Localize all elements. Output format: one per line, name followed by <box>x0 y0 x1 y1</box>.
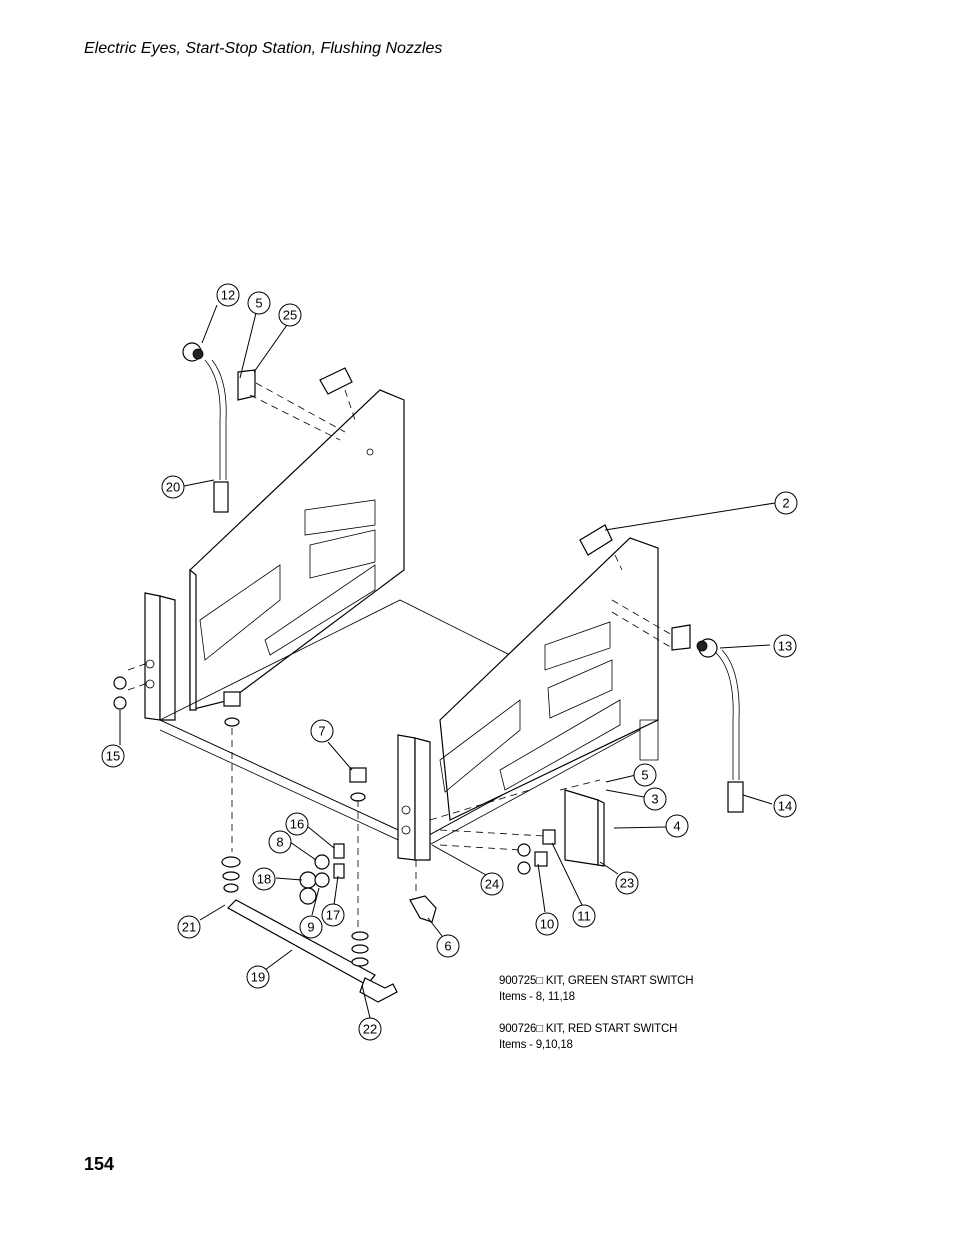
callout-5: 5 <box>247 291 271 315</box>
svg-text:16: 16 <box>290 817 304 832</box>
callout-21: 21 <box>177 915 201 939</box>
callout-11: 11 <box>572 904 596 928</box>
page-title: Electric Eyes, Start-Stop Station, Flush… <box>84 40 443 57</box>
svg-text:3: 3 <box>651 792 658 807</box>
svg-text:5: 5 <box>255 296 262 311</box>
svg-text:14: 14 <box>778 799 792 814</box>
callout-17: 17 <box>321 903 345 927</box>
svg-text:4: 4 <box>673 819 680 834</box>
start-stop-station <box>517 789 605 875</box>
callout-19: 19 <box>246 965 270 989</box>
leader-lines <box>119 304 776 1019</box>
svg-text:5: 5 <box>641 768 648 783</box>
callout-7: 7 <box>310 719 334 743</box>
callout-18: 18 <box>252 867 276 891</box>
callout-10: 10 <box>535 912 559 936</box>
callout-13: 13 <box>773 634 797 658</box>
callout-4: 4 <box>665 814 689 838</box>
callout-2: 2 <box>774 491 798 515</box>
svg-text:24: 24 <box>485 877 499 892</box>
svg-text:19: 19 <box>251 970 265 985</box>
callout-24: 24 <box>480 872 504 896</box>
svg-text:7: 7 <box>318 724 325 739</box>
kit-green-items: Items - 8, 11,18 <box>499 991 575 1003</box>
page-number: 154 <box>84 1154 115 1174</box>
kit-red-title: 900726□ KIT, RED START SWITCH <box>499 1023 678 1035</box>
svg-text:10: 10 <box>540 917 554 932</box>
assembly-lines <box>127 382 673 930</box>
callout-23: 23 <box>615 871 639 895</box>
chassis-frame <box>144 389 659 861</box>
callout-25: 25 <box>278 303 302 327</box>
svg-text:13: 13 <box>778 639 792 654</box>
kit-green-title: 900725□ KIT, GREEN START SWITCH <box>499 975 694 987</box>
svg-text:22: 22 <box>363 1022 377 1037</box>
svg-text:17: 17 <box>326 908 340 923</box>
svg-text:20: 20 <box>166 480 180 495</box>
svg-text:21: 21 <box>182 920 196 935</box>
callout-5b: 5 <box>633 763 657 787</box>
svg-text:11: 11 <box>577 909 591 924</box>
svg-text:2: 2 <box>782 496 789 511</box>
callout-22: 22 <box>358 1017 382 1041</box>
electric-eye-right <box>579 524 744 813</box>
kit-red-items: Items - 9,10,18 <box>499 1039 573 1051</box>
callout-9: 9 <box>299 915 323 939</box>
callout-3: 3 <box>643 787 667 811</box>
callout-6: 6 <box>436 934 460 958</box>
electric-eye-left <box>182 342 353 513</box>
callout-15: 15 <box>101 744 125 768</box>
kit-red-start-switch: 900726□ KIT, RED START SWITCH Items - 9,… <box>499 1021 677 1053</box>
svg-text:25: 25 <box>283 308 297 323</box>
svg-text:8: 8 <box>276 835 283 850</box>
svg-text:12: 12 <box>221 288 235 303</box>
svg-text:9: 9 <box>307 920 314 935</box>
svg-text:6: 6 <box>444 939 451 954</box>
svg-text:15: 15 <box>106 749 120 764</box>
callout-16: 16 <box>285 812 309 836</box>
svg-text:18: 18 <box>257 872 271 887</box>
callout-8: 8 <box>268 830 292 854</box>
svg-text:23: 23 <box>620 876 634 891</box>
callout-20: 20 <box>161 475 185 499</box>
flushing-manifold <box>113 676 437 1003</box>
callout-14: 14 <box>773 794 797 818</box>
kit-green-start-switch: 900725□ KIT, GREEN START SWITCH Items - … <box>499 973 694 1005</box>
callout-12: 12 <box>216 283 240 307</box>
